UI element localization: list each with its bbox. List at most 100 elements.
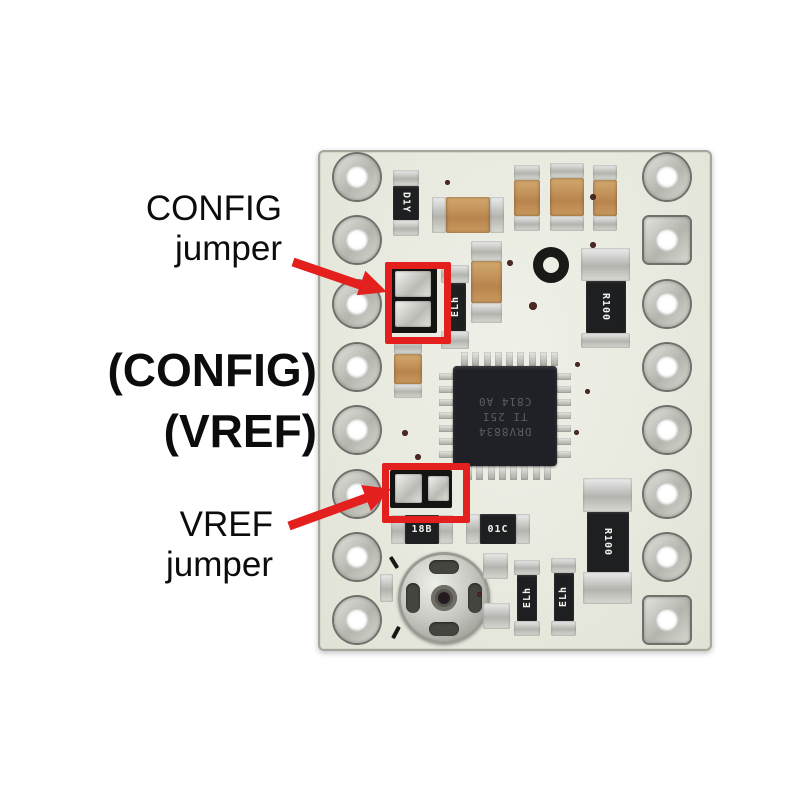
component-label: ELh: [449, 296, 461, 318]
chip-marking-line: C814 A0: [478, 394, 532, 408]
config-jumper-highlight-box: [385, 262, 451, 344]
solder-pad: [516, 514, 530, 544]
solder-pad: [514, 165, 540, 180]
pcb-board: D1Y R100: [318, 150, 712, 651]
via-dot: [402, 430, 408, 436]
chip-drv8834: DRV8834 TI 25I C814 A0: [453, 366, 557, 466]
component-label: D1Y: [400, 192, 412, 214]
through-hole: [334, 281, 380, 327]
vref-pin-label: (VREF): [163, 405, 317, 457]
solder-pad: [394, 384, 422, 398]
solder-pad: [583, 572, 632, 604]
through-hole: [644, 534, 690, 580]
solder-pad: [393, 170, 419, 186]
vref-jumper-highlight-box: [382, 463, 470, 523]
pot-slot: [406, 583, 420, 613]
chip-marking-line: DRV8834: [478, 424, 532, 438]
component-elh: ELh: [551, 558, 576, 636]
component-label: 18B: [411, 524, 433, 535]
solder-pad: [380, 574, 393, 602]
capacitor: [394, 338, 422, 398]
config-pin-label: (CONFIG): [107, 344, 317, 396]
solder-pad: [514, 621, 540, 636]
capacitor-body: [471, 261, 502, 303]
chip-pins-right: [557, 373, 571, 458]
chip-pins-bottom: [465, 466, 551, 480]
solder-pad: [471, 241, 502, 261]
solder-pad: [551, 621, 576, 636]
solder-pad: [483, 553, 508, 579]
resistor-01c: 01C: [466, 514, 530, 544]
through-hole: [334, 407, 380, 453]
through-hole: [644, 407, 690, 453]
chip-marking: DRV8834 TI 25I C814 A0: [478, 394, 531, 439]
solder-pad: [581, 333, 630, 348]
component-label: ELh: [521, 587, 533, 609]
component-label: ELh: [558, 586, 569, 608]
vref-jumper-label-line2: jumper: [166, 545, 273, 584]
solder-mark: [388, 555, 400, 570]
component-label: R100: [602, 527, 613, 557]
jumper-pad: [428, 476, 449, 501]
solder-pad: [581, 248, 630, 281]
jumper-pad: [395, 474, 422, 503]
through-hole: [644, 344, 690, 390]
solder-pad: [490, 197, 504, 233]
config-jumper-label-line2: jumper: [175, 229, 282, 268]
donut-via: [533, 247, 569, 283]
via-dot: [445, 180, 450, 185]
capacitor: [593, 165, 617, 231]
via-dot: [574, 430, 579, 435]
through-hole: [334, 344, 380, 390]
capacitor: [550, 163, 584, 231]
chip-marking-line: TI 25I: [482, 409, 528, 423]
via-dot: [415, 454, 421, 460]
solder-pad: [551, 558, 576, 573]
solder-pad: [583, 478, 632, 512]
component-elh: ELh: [514, 560, 540, 636]
capacitor-body: [446, 197, 490, 233]
via-dot: [590, 194, 596, 200]
solder-pad: [593, 216, 617, 231]
chip-pins-left: [439, 373, 453, 458]
solder-pad: [593, 165, 617, 180]
through-hole: [334, 597, 380, 643]
via-dot: [529, 302, 537, 310]
component-label: 01C: [487, 523, 509, 535]
vref-jumper-label-line1: VREF: [179, 505, 273, 544]
solder-pad: [471, 303, 502, 323]
capacitor-body: [514, 180, 540, 216]
vref-jumper-pads: [390, 470, 452, 508]
solder-pad: [432, 197, 446, 233]
through-hole: [334, 217, 380, 263]
capacitor: [514, 165, 540, 231]
pot-slot: [429, 622, 459, 636]
pot-slot: [429, 560, 459, 574]
via-dot: [507, 260, 513, 266]
solder-pad: [550, 216, 584, 231]
through-hole: [334, 154, 380, 200]
via-dot: [575, 362, 580, 367]
capacitor-body: [593, 180, 617, 216]
solder-pad: [393, 220, 419, 236]
potentiometer: [398, 552, 490, 644]
through-hole: [644, 281, 690, 327]
solder-mark: [391, 625, 401, 640]
via-dot: [585, 389, 590, 394]
through-hole: [334, 534, 380, 580]
capacitor: [432, 197, 504, 233]
solder-pad: [514, 560, 540, 575]
pot-adjustment-hole: [438, 592, 450, 604]
component-label: R100: [600, 292, 611, 322]
config-jumper-label-line1: CONFIG: [145, 189, 282, 228]
through-hole: [644, 154, 690, 200]
solder-pad: [514, 216, 540, 231]
solder-pad: [483, 603, 510, 629]
config-jumper-label: CONFIG jumper: [146, 189, 282, 269]
resistor-r100-bottom: R100: [583, 478, 632, 604]
pot-slot: [468, 583, 482, 613]
capacitor: [471, 241, 502, 323]
through-hole: [334, 471, 380, 517]
through-hole-square: [644, 597, 690, 643]
